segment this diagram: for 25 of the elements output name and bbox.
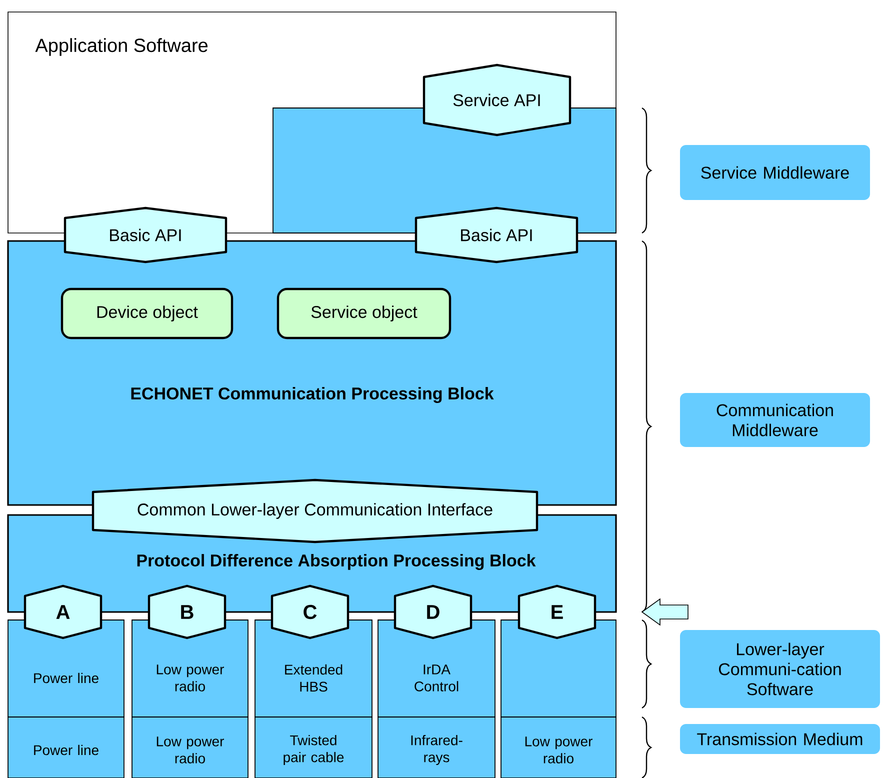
- interface-hexagon: Service API: [422, 64, 572, 136]
- object-box: Service object: [276, 288, 452, 340]
- interface-hexagon: C: [270, 584, 350, 640]
- protocol-cell: Power line: [8, 620, 124, 718]
- interface-hexagon: B: [148, 584, 226, 640]
- layer-label: Transmission Medium: [680, 724, 880, 754]
- layer-label: Communication Middleware: [680, 393, 870, 447]
- protocol-cell: Low power radio: [500, 716, 616, 778]
- protocol-cell: Low power radio: [132, 620, 248, 718]
- protocol-cell: Infrared-rays: [378, 716, 496, 778]
- protocol-cell: [500, 620, 616, 718]
- layer-label: Lower-layer Communi-cation Software: [680, 630, 880, 708]
- interface-hexagon: Basic API: [64, 206, 228, 264]
- protocol-cell: Low power radio: [132, 716, 248, 778]
- interface-hexagon: A: [24, 584, 102, 640]
- layer-label: Service Middleware: [680, 145, 870, 200]
- interface-hexagon: E: [518, 584, 596, 640]
- protocol-cell: Extended HBS: [254, 620, 372, 718]
- protocol-cell: Twisted pair cable: [254, 716, 372, 778]
- interface-hexagon: Basic API: [414, 206, 578, 264]
- object-box: Device object: [60, 288, 234, 340]
- protocol-cell: IrDA Control: [378, 620, 496, 718]
- interface-hexagon: D: [394, 584, 472, 640]
- protocol-cell: Power line: [8, 716, 124, 778]
- interface-hexagon: Common Lower-layer Communication Interface: [92, 478, 538, 544]
